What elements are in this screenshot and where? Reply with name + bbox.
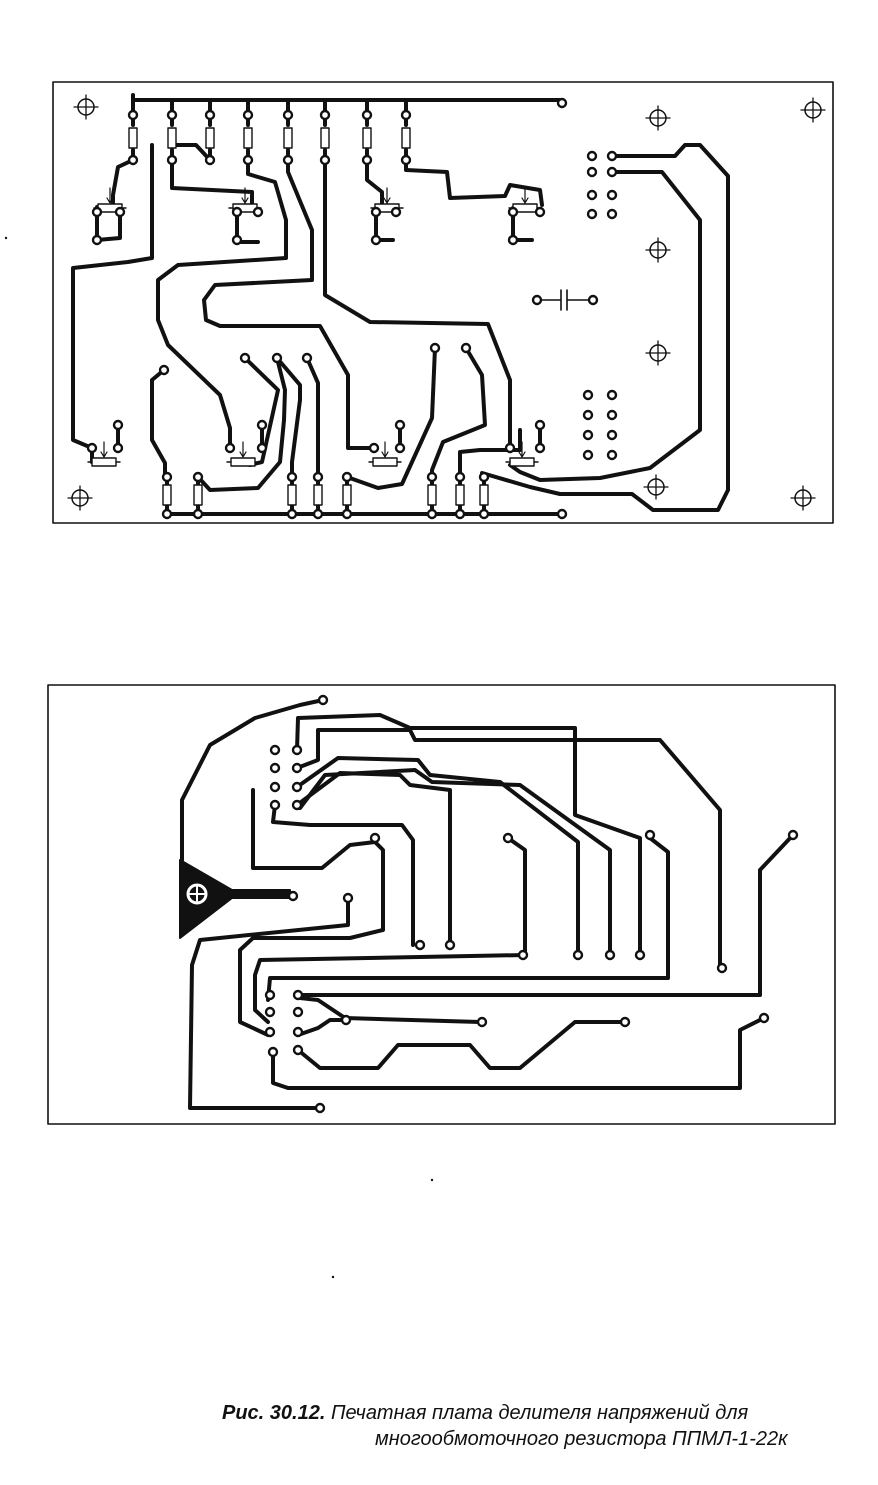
bottom-board — [47, 684, 836, 1125]
mounting-hole — [67, 485, 93, 511]
capacitor — [531, 289, 599, 311]
mounting-hole — [800, 97, 826, 123]
caption-title: Печатная плата делителя напряжений для — [330, 1402, 749, 1424]
caption-line-2: многообмоточного резистора ППМЛ-1-22к — [375, 1428, 788, 1450]
mounting-hole — [643, 474, 669, 500]
top-board — [52, 81, 834, 524]
mounting-hole — [645, 340, 671, 366]
mounting-hole — [645, 105, 671, 131]
mounting-hole — [790, 485, 816, 511]
mounting-hole — [73, 94, 99, 120]
bottom-board-outline — [47, 684, 836, 1125]
bottom-traces — [180, 698, 795, 1110]
caption-number: Рис. 30.12. — [222, 1402, 326, 1424]
top-pads — [86, 97, 618, 520]
top-resistors — [128, 127, 489, 506]
mounting-hole — [645, 237, 671, 263]
top-board-outline — [52, 81, 834, 524]
caption-line-1: Рис. 30.12. Печатная плата делителя напр… — [222, 1400, 748, 1426]
pcb-diagram — [4, 81, 836, 1279]
ground-plane — [179, 859, 291, 939]
